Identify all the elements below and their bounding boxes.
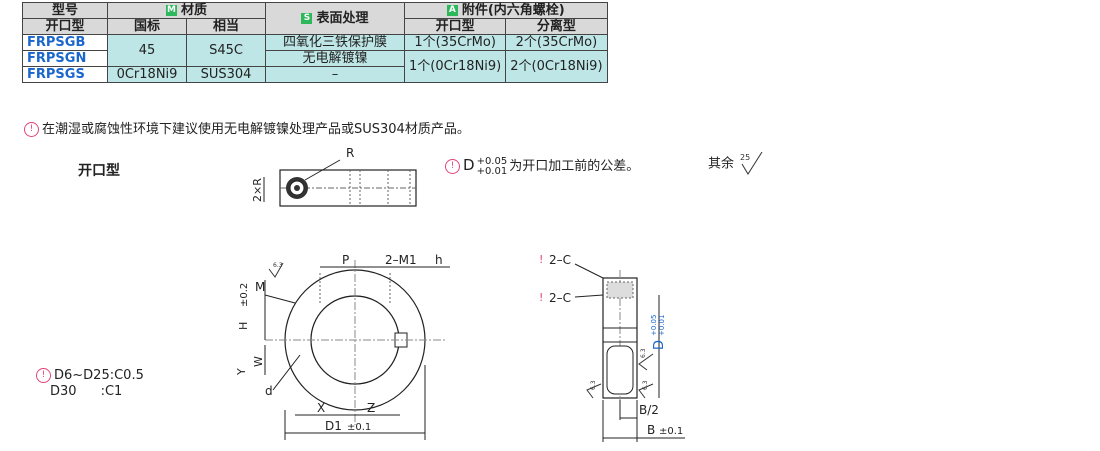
svg-text:P: P — [342, 253, 349, 267]
chamfer-note: !D6~D25:C0.5 D30:C1 — [36, 368, 144, 400]
cell-equiv-sus: SUS304 — [186, 66, 266, 83]
th-model: 型号 — [22, 2, 108, 19]
svg-text:+0.05: +0.05 — [650, 315, 658, 336]
svg-text:2–C: 2–C — [549, 291, 571, 305]
svg-text:H: H — [237, 322, 250, 330]
svg-text:2–C: 2–C — [549, 253, 571, 267]
accessory-badge: A — [446, 5, 458, 16]
row-code-frpsgn: FRPSGN — [22, 50, 108, 67]
cell-acc-split-1: 2个(35CrMo) — [505, 34, 608, 51]
svg-text:6.3: 6.3 — [642, 380, 649, 390]
svg-text:Y: Y — [235, 368, 248, 376]
top-view-drawing: R 2×R — [251, 146, 417, 207]
svg-text:M: M — [255, 280, 265, 294]
svg-text:2–M1: 2–M1 — [385, 253, 417, 267]
warning-icon: ! — [24, 122, 39, 137]
cell-national-sus: 0Cr18Ni9 — [107, 66, 187, 83]
cell-acc-open-1: 1个(35CrMo) — [403, 34, 507, 51]
row-code-frpsgs: FRPSGS — [22, 66, 108, 83]
svg-text:!: ! — [539, 291, 543, 304]
svg-text:6.3: 6.3 — [273, 262, 283, 269]
side-view-drawing: ! 2–C ! 2–C D +0.05 +0.01 6.3 6.3 6.3 B/… — [539, 253, 685, 442]
th-equiv: 相当 — [186, 18, 266, 35]
svg-text:±0.1: ±0.1 — [659, 426, 683, 437]
warning-icon: ! — [445, 159, 460, 174]
cell-surface-2: 无电解镀镍 — [265, 50, 405, 67]
open-type-title: 开口型 — [78, 163, 120, 179]
roughness-icon: 25 — [740, 151, 763, 175]
rest-roughness: 其余 25 — [708, 151, 764, 176]
front-view-drawing: P 2–M1 h 6.3 M H ±0.2 W Y d X Z D1 ±0.1 — [235, 253, 450, 440]
svg-text:h: h — [435, 253, 443, 267]
th-open-type: 开口型 — [22, 18, 108, 35]
svg-text:6.3: 6.3 — [640, 348, 647, 358]
svg-text:W: W — [252, 356, 265, 367]
cell-acc-open-23: 1个(0Cr18Ni9) — [403, 50, 507, 83]
material-badge: M — [165, 5, 177, 16]
cell-surface-3: – — [265, 66, 405, 83]
surface-badge: S — [301, 13, 313, 24]
th-acc-split: 分离型 — [505, 18, 608, 35]
svg-text:25: 25 — [740, 153, 750, 162]
svg-text:+0.01: +0.01 — [658, 315, 666, 336]
main-note: !在潮湿或腐蚀性环境下建议使用无电解镀镍处理产品或SUS304材质产品。 — [24, 118, 470, 137]
svg-text:R: R — [346, 146, 354, 160]
th-national: 国标 — [107, 18, 187, 35]
cell-national-45: 45 — [107, 34, 187, 67]
warning-icon: ! — [36, 368, 51, 383]
svg-text:B: B — [647, 423, 655, 437]
svg-text:±0.1: ±0.1 — [347, 422, 371, 433]
svg-text:!: ! — [539, 253, 543, 266]
svg-text:±0.2: ±0.2 — [239, 283, 250, 307]
cell-surface-1: 四氧化三铁保护膜 — [265, 34, 405, 51]
svg-text:X: X — [317, 401, 325, 415]
svg-text:D: D — [652, 340, 667, 350]
svg-text:d: d — [265, 384, 273, 398]
svg-text:6.3: 6.3 — [590, 380, 597, 390]
svg-text:B/2: B/2 — [639, 403, 659, 417]
cell-equiv-s45c: S45C — [186, 34, 266, 67]
th-acc-open: 开口型 — [403, 18, 507, 35]
svg-text:Z: Z — [367, 401, 375, 415]
svg-text:D1: D1 — [325, 419, 342, 433]
svg-text:2×R: 2×R — [251, 178, 264, 202]
row-code-frpsgb: FRPSGB — [22, 34, 108, 51]
cell-acc-split-23: 2个(0Cr18Ni9) — [505, 50, 608, 83]
